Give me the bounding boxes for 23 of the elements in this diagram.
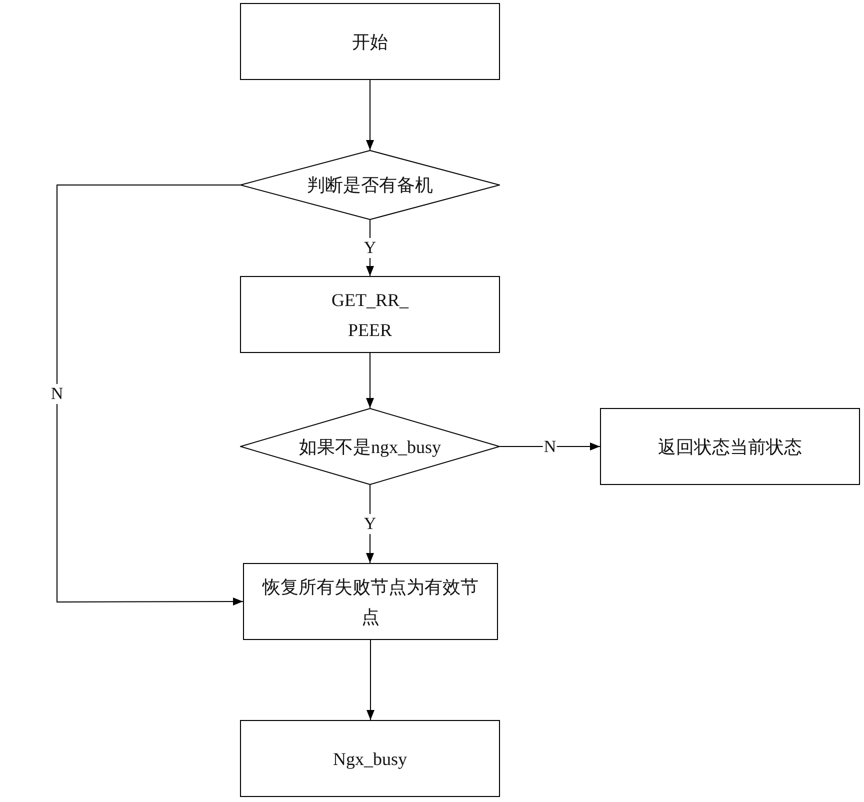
step-label: 开始 bbox=[352, 30, 388, 54]
process-box bbox=[600, 408, 860, 485]
step-label: GET_RR_ PEER bbox=[330, 288, 410, 342]
decision-diamond bbox=[240, 408, 500, 485]
arrow bbox=[56, 184, 244, 606]
arrow bbox=[366, 640, 374, 720]
edge-label: Y bbox=[362, 238, 378, 258]
arrow bbox=[366, 80, 374, 150]
step-label: 返回状态当前状态 bbox=[658, 436, 802, 458]
edge-label: N bbox=[50, 384, 64, 404]
decision-label: 如果不是ngx_busy bbox=[298, 436, 441, 459]
decision-label: 判断是否有备机 bbox=[307, 174, 433, 197]
edge-label: Y bbox=[362, 514, 378, 534]
step-label: Ngx_busy bbox=[332, 748, 407, 771]
process-box bbox=[240, 3, 500, 80]
decision-diamond bbox=[240, 150, 500, 220]
process-box bbox=[240, 276, 500, 353]
process-box bbox=[243, 563, 498, 640]
step-label: 恢复所有失败节点为有效节点 bbox=[261, 576, 480, 628]
arrow bbox=[366, 484, 374, 564]
process-box bbox=[240, 720, 500, 797]
arrow bbox=[500, 442, 600, 450]
arrow bbox=[366, 352, 374, 408]
